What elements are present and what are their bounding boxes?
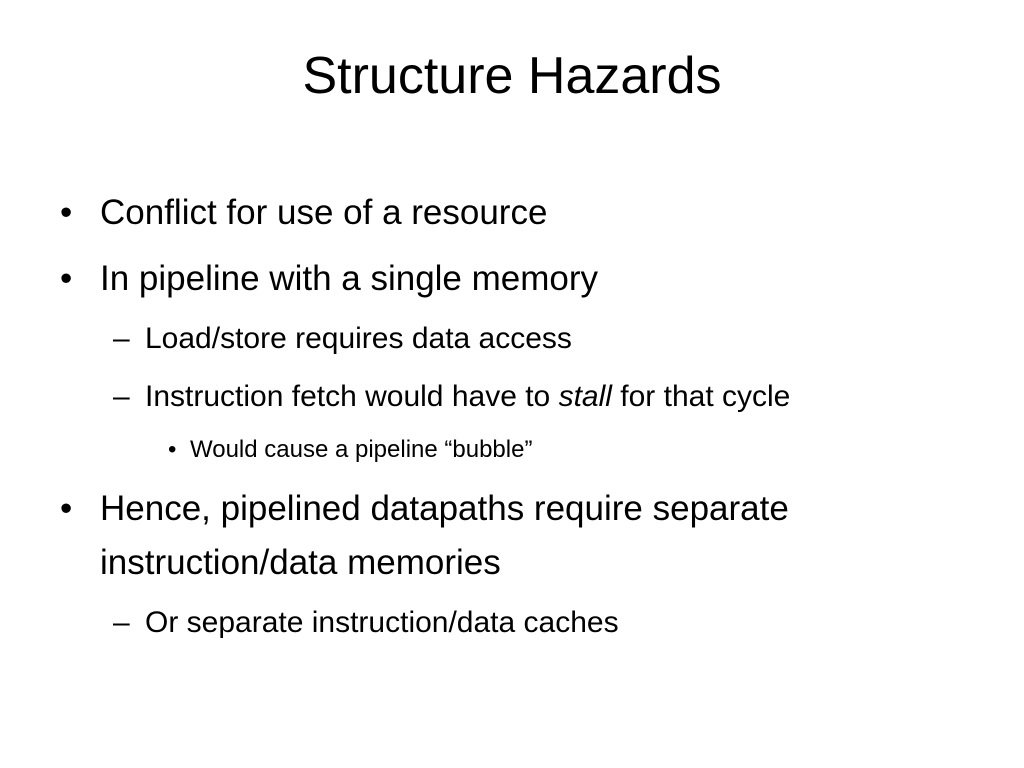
sub-bullet-text: Or separate instruction/data caches (145, 606, 619, 639)
sub-bullet-marker: – (113, 322, 130, 355)
sub-bullet-marker: – (113, 380, 130, 413)
bullet-text-line-2: instruction/data memories (100, 543, 501, 582)
sub-sub-bullet-text: Would cause a pipeline “bubble” (190, 436, 533, 463)
text-after-emphasis: for that cycle (620, 380, 791, 413)
slide-title: Structure Hazards (302, 47, 722, 105)
emphasis-stall: stall (558, 380, 612, 413)
bullet-marker: • (60, 259, 73, 298)
sub-bullet-text: Load/store requires data access (145, 322, 572, 355)
bullet-marker: • (60, 489, 73, 528)
bullet-text: In pipeline with a single memory (100, 259, 599, 298)
sub-bullet-text: Instruction fetch would have to stall fo… (145, 374, 790, 420)
sub-sub-bullet-marker: • (168, 436, 177, 463)
sub-bullet-marker: – (113, 606, 130, 639)
bullet-text-line-1: Hence, pipelined datapaths require separ… (100, 489, 789, 528)
bullet-marker: • (60, 193, 73, 232)
text-before-emphasis: Instruction fetch would have to (145, 380, 551, 413)
bullet-text: Conflict for use of a resource (100, 193, 548, 232)
